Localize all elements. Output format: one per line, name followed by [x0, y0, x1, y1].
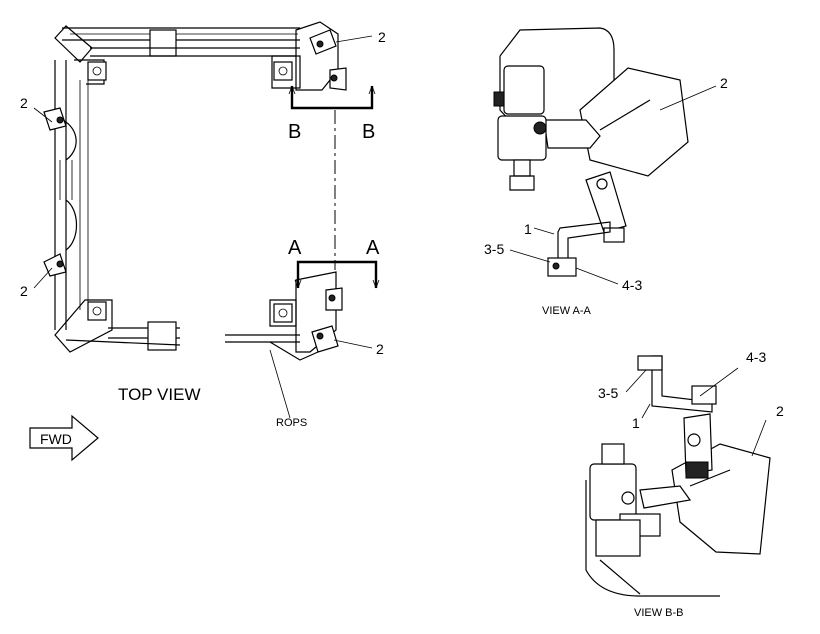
section-b-left: B [288, 121, 301, 143]
rops-label: ROPS [276, 417, 307, 429]
fwd-arrow [29, 414, 99, 462]
view-b-caption: VIEW B-B [634, 607, 684, 619]
callout-2-left-upper: 2 [20, 95, 28, 111]
view-a-callout-2: 2 [720, 75, 728, 91]
view-a-callout-4-3: 4-3 [622, 277, 642, 293]
section-b-marker [288, 85, 376, 110]
callout-2-bottom-right: 2 [376, 341, 384, 357]
view-b-callout-4-3: 4-3 [746, 349, 766, 365]
section-a-left: A [288, 237, 302, 259]
view-a-caption: VIEW A-A [542, 305, 592, 317]
callout-2-top-right: 2 [378, 29, 386, 45]
rops-frame [54, 21, 339, 361]
view-b-callout-1: 1 [632, 415, 640, 431]
view-b-callout-3-5: 3-5 [598, 385, 618, 401]
view-a-drawing [493, 27, 717, 285]
view-b-callout-2: 2 [776, 403, 784, 419]
mount-pads [87, 61, 293, 323]
view-b-drawing [585, 355, 771, 597]
view-a-callout-1: 1 [524, 221, 532, 237]
light-brackets [43, 29, 347, 353]
fwd-label: FWD [40, 431, 72, 447]
top-view-leaders [33, 35, 373, 419]
section-a-right: A [366, 237, 380, 259]
section-b-right: B [362, 121, 375, 143]
top-view-title: TOP VIEW [118, 385, 201, 404]
view-a-callout-3-5: 3-5 [484, 241, 504, 257]
callout-2-left-lower: 2 [20, 283, 28, 299]
section-a-marker [294, 260, 380, 289]
